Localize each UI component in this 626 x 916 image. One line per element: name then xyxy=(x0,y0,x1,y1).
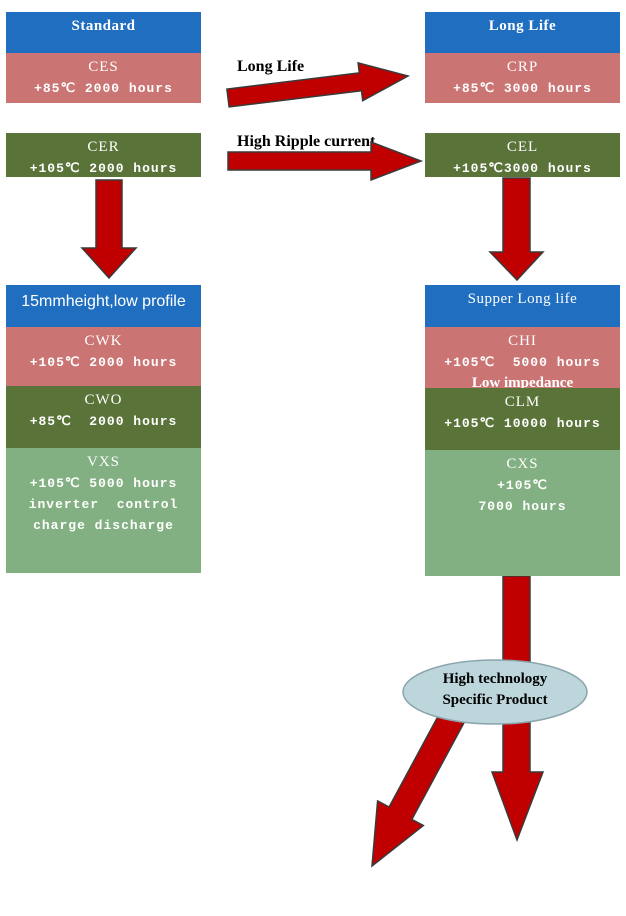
box-ces-spec: +85℃ 2000 hours xyxy=(34,81,173,96)
box-ces-name: CES xyxy=(88,59,119,75)
box-cxs-line3: 7000 hours xyxy=(478,499,567,514)
supper-long-life-header: Supper Long life xyxy=(425,285,620,327)
box-chi: CHI +105℃ 5000 hours Low impedance xyxy=(425,327,620,391)
box-cwo: CWO +85℃ 2000 hours xyxy=(6,386,201,448)
box-clm: CLM +105℃ 10000 hours xyxy=(425,388,620,450)
box-crp-spec: +85℃ 3000 hours xyxy=(453,81,592,96)
box-cer-spec: +105℃ 2000 hours xyxy=(29,161,178,176)
box-cwk: CWK +105℃ 2000 hours xyxy=(6,327,201,386)
box-vxs-line3: inverter control xyxy=(28,497,179,512)
box-cwo-name: CWO xyxy=(84,392,123,408)
box-cxs-name: CXS xyxy=(506,456,539,472)
low-profile-header: 15mmheight,low profile xyxy=(6,285,201,327)
high-ripple-arrow-label: High Ripple current xyxy=(237,133,376,150)
box-cwk-spec: +105℃ 2000 hours xyxy=(29,355,178,370)
box-vxs: VXS +105℃ 5000 hours inverter control ch… xyxy=(6,448,201,573)
box-cxs-spec: +105℃ xyxy=(497,478,548,493)
box-cer: CER +105℃ 2000 hours xyxy=(6,133,201,177)
long-life-arrow-label: Long Life xyxy=(237,58,305,75)
supper-long-life-header-label: Supper Long life xyxy=(467,291,578,307)
box-chi-name: CHI xyxy=(508,333,537,349)
long-life-header-label: Long Life xyxy=(488,18,557,34)
ellipse-line1: High technology xyxy=(442,671,548,687)
box-clm-name: CLM xyxy=(504,394,541,410)
box-vxs-line4: charge discharge xyxy=(33,518,174,533)
box-cel-spec: +105℃3000 hours xyxy=(453,161,592,176)
standard-header-label: Standard xyxy=(71,18,136,34)
box-cer-name: CER xyxy=(87,139,120,155)
cel-down-arrow xyxy=(488,177,545,282)
box-cxs: CXS +105℃ 7000 hours xyxy=(425,450,620,576)
high-ripple-arrow xyxy=(227,140,424,182)
box-chi-spec: +105℃ 5000 hours xyxy=(444,355,601,370)
long-life-arrow xyxy=(226,61,411,108)
box-vxs-spec: +105℃ 5000 hours xyxy=(29,476,178,491)
box-cwo-spec: +85℃ 2000 hours xyxy=(29,414,178,429)
box-clm-spec: +105℃ 10000 hours xyxy=(444,416,601,431)
box-vxs-name: VXS xyxy=(86,454,120,470)
standard-header: Standard xyxy=(6,12,201,53)
box-cwk-name: CWK xyxy=(84,333,123,349)
box-ces: CES +85℃ 2000 hours xyxy=(6,53,201,103)
box-crp: CRP +85℃ 3000 hours xyxy=(425,53,620,103)
box-cel: CEL +105℃3000 hours xyxy=(425,133,620,177)
box-cel-name: CEL xyxy=(506,139,539,155)
long-life-header: Long Life xyxy=(425,12,620,53)
high-technology-ellipse xyxy=(402,659,588,725)
high-technology-ellipse-text: High technology Specific Product xyxy=(403,669,587,711)
box-crp-name: CRP xyxy=(506,59,539,75)
low-profile-header-label: 15mmheight,low profile xyxy=(21,293,186,310)
ellipse-line2: Specific Product xyxy=(442,692,548,708)
box-chi-note: Low impedance xyxy=(471,375,574,391)
cer-down-arrow xyxy=(80,179,138,280)
